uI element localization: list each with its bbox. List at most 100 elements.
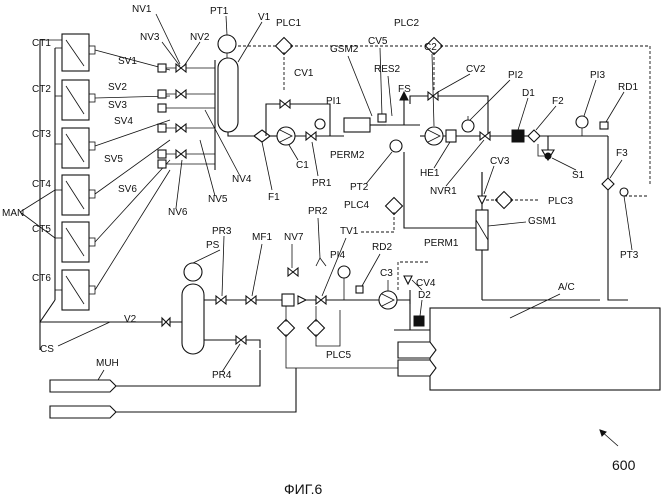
label-pr3: PR3 bbox=[212, 226, 232, 237]
label-nv6: NV6 bbox=[168, 207, 188, 218]
label-ct6: CT6 bbox=[32, 273, 51, 284]
label-pi2: PI2 bbox=[508, 70, 523, 81]
label-v1: V1 bbox=[258, 12, 271, 23]
label-pi3: PI3 bbox=[590, 70, 605, 81]
label-pi1: PI1 bbox=[326, 96, 341, 107]
label-v2: V2 bbox=[124, 314, 137, 325]
valve-cv1-icon bbox=[280, 100, 290, 108]
valve-v2-inlet-icon bbox=[162, 318, 170, 326]
label-f3: F3 bbox=[616, 148, 628, 159]
reference-number: 600 bbox=[612, 457, 636, 473]
label-muh: MUH bbox=[96, 358, 119, 369]
filter-f1-icon bbox=[254, 130, 270, 142]
filter-f3-group: F3 PT3 bbox=[602, 148, 648, 300]
cylinder-bank: CT1 CT2 CT3 CT4 CT5 CT6 bbox=[32, 34, 95, 310]
relief-rd1-icon bbox=[600, 122, 608, 129]
label-d2: D2 bbox=[418, 290, 431, 301]
label-ct3: CT3 bbox=[32, 129, 51, 140]
label-ac: A/C bbox=[558, 282, 575, 293]
valve-nv4-icon bbox=[176, 124, 186, 132]
label-ps: PS bbox=[206, 240, 220, 251]
muh-connector-1-icon bbox=[50, 380, 116, 392]
gauge-pt2-icon bbox=[390, 140, 402, 152]
label-perm2: PERM2 bbox=[330, 150, 365, 161]
valve-cv3-icon bbox=[478, 196, 486, 204]
label-plc2: PLC2 bbox=[394, 18, 419, 29]
gauge-pi1-icon bbox=[315, 119, 325, 129]
gauge-ps-icon bbox=[184, 263, 202, 281]
relief-rd2-icon bbox=[356, 286, 363, 293]
label-pi4: PI4 bbox=[330, 250, 345, 261]
label-sv1: SV1 bbox=[118, 56, 137, 67]
label-f2: F2 bbox=[552, 96, 564, 107]
label-man: MAN bbox=[2, 208, 24, 219]
cs-muh-lines: CS MUH bbox=[40, 300, 296, 418]
valve-nv6-icon bbox=[176, 150, 186, 158]
valve-nv7-icon bbox=[288, 268, 298, 276]
label-nvr1: NVR1 bbox=[430, 186, 457, 197]
label-c1: C1 bbox=[296, 160, 309, 171]
label-sv2: SV2 bbox=[108, 82, 127, 93]
filter-box-icon bbox=[282, 294, 294, 306]
label-nv1: NV1 bbox=[132, 4, 152, 15]
label-pr1: PR1 bbox=[312, 178, 332, 189]
label-gsm2: GSM2 bbox=[330, 44, 359, 55]
gauge-pi4-icon bbox=[338, 266, 350, 278]
label-ct4: CT4 bbox=[32, 179, 51, 190]
label-s1: S1 bbox=[572, 170, 585, 181]
valve-pr3-icon bbox=[216, 296, 226, 304]
label-f1: F1 bbox=[268, 192, 280, 203]
lower-line: PS PR3 MF1 NV7 PR2 TV1 PI4 RD2 C3 CV4 D2… bbox=[124, 206, 436, 381]
gauge-pi2-icon bbox=[462, 120, 474, 132]
dryer-d2-icon bbox=[414, 316, 424, 326]
label-nv7: NV7 bbox=[284, 232, 304, 243]
label-cs: CS bbox=[40, 344, 54, 355]
muh-connector-2-icon bbox=[50, 406, 116, 418]
label-sv6: SV6 bbox=[118, 184, 137, 195]
label-cv3: CV3 bbox=[490, 156, 510, 167]
cylinder-lines bbox=[95, 50, 170, 290]
label-cv2: CV2 bbox=[466, 64, 486, 75]
valve-cv4-icon bbox=[404, 276, 412, 284]
label-c2: C2 bbox=[424, 42, 437, 53]
label-nv3: NV3 bbox=[140, 32, 160, 43]
valve-mf1-icon bbox=[246, 296, 256, 304]
valve-nvr1-icon bbox=[480, 132, 490, 140]
label-mf1: MF1 bbox=[252, 232, 272, 243]
label-d1: D1 bbox=[522, 88, 535, 99]
label-nv5: NV5 bbox=[208, 194, 228, 205]
valve-cv5-icon bbox=[378, 114, 386, 122]
receiver-v1: PT1 V1 bbox=[210, 6, 271, 132]
label-perm1: PERM1 bbox=[424, 238, 459, 249]
label-rd2: RD2 bbox=[372, 242, 392, 253]
label-ct2: CT2 bbox=[32, 84, 51, 95]
gauge-pt3-icon bbox=[620, 188, 628, 196]
filter-f2-icon bbox=[528, 130, 540, 142]
label-tv1: TV1 bbox=[340, 226, 359, 237]
label-plc4: PLC4 bbox=[344, 200, 369, 211]
valve-tv1-icon bbox=[316, 296, 326, 304]
heat-exchanger-he1-icon bbox=[446, 130, 456, 142]
label-plc3: PLC3 bbox=[548, 196, 573, 207]
valve-pr1-icon bbox=[306, 132, 316, 140]
label-nv4: NV4 bbox=[232, 174, 252, 185]
label-pt3: PT3 bbox=[620, 250, 639, 261]
gauge-pi3-icon bbox=[576, 116, 588, 128]
label-pt1: PT1 bbox=[210, 6, 229, 17]
valve-pr4-icon bbox=[236, 336, 246, 344]
ac-unit: A/C bbox=[394, 282, 660, 390]
label-sv3: SV3 bbox=[108, 100, 127, 111]
label-plc5: PLC5 bbox=[326, 350, 351, 361]
valve-nv2-icon bbox=[176, 90, 186, 98]
label-sv5: SV5 bbox=[104, 154, 123, 165]
label-cv5: CV5 bbox=[368, 36, 388, 47]
label-nv2: NV2 bbox=[190, 32, 210, 43]
figure-annotation: 600 ФИГ.6 bbox=[284, 430, 636, 497]
label-pr2: PR2 bbox=[308, 206, 328, 217]
label-plc1: PLC1 bbox=[276, 18, 301, 29]
label-gsm1: GSM1 bbox=[528, 216, 557, 227]
membrane-perm2-icon bbox=[344, 118, 370, 132]
label-c3: C3 bbox=[380, 268, 393, 279]
